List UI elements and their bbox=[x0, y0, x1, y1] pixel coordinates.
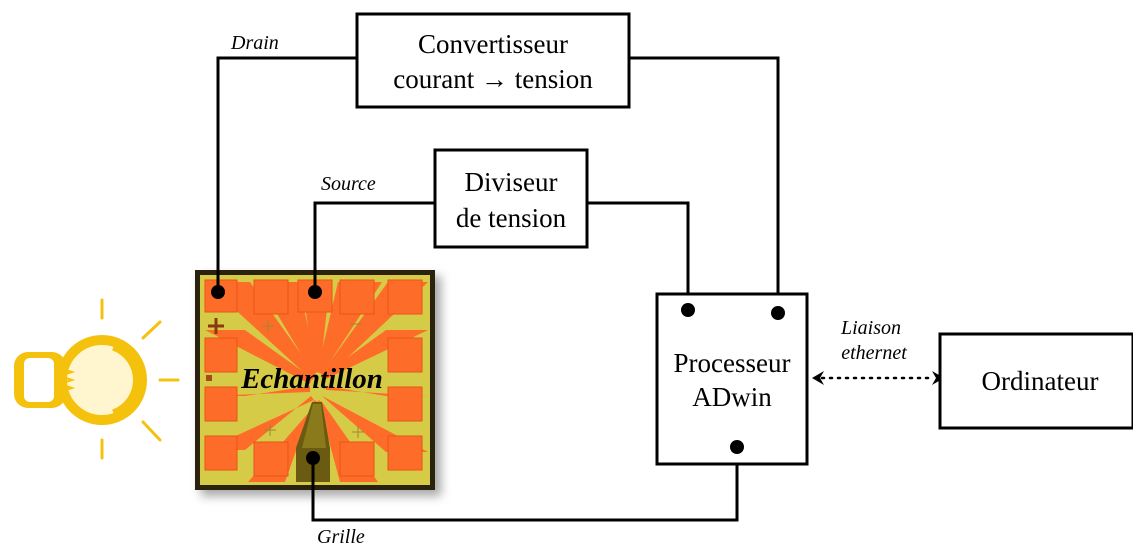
divider-line1: Diviseur bbox=[465, 167, 558, 197]
processor-input-divider bbox=[681, 303, 695, 317]
computer-box: Ordinateur bbox=[938, 332, 1133, 430]
wires bbox=[216, 56, 944, 522]
link-label-line2: ethernet bbox=[841, 342, 907, 364]
converter-line2: courant → tension bbox=[393, 64, 593, 94]
divider-output-wire bbox=[587, 201, 690, 310]
processor-line1: Processeur bbox=[674, 348, 791, 378]
processor-output-gate bbox=[730, 440, 744, 454]
gate-label: Grille bbox=[317, 526, 365, 545]
drain-wire bbox=[216, 56, 357, 292]
drain-contact bbox=[211, 285, 225, 299]
divider-box: Diviseur de tension bbox=[433, 148, 589, 249]
drain-label: Drain bbox=[230, 32, 279, 54]
link-arrow-left-icon bbox=[812, 371, 824, 385]
converter-line1: Convertisseur bbox=[418, 29, 568, 59]
converter-output-wire bbox=[629, 56, 780, 313]
link-label-line1: Liaison bbox=[840, 317, 901, 339]
gate-wire bbox=[311, 447, 739, 522]
source-label: Source bbox=[321, 173, 376, 195]
sample-label: Echantillon bbox=[240, 363, 383, 395]
processor-input-converter bbox=[771, 306, 785, 320]
processor-line2: ADwin bbox=[692, 382, 772, 412]
gate-contact bbox=[306, 451, 320, 465]
computer-label: Ordinateur bbox=[982, 366, 1099, 396]
sample-chip: Echantillon bbox=[195, 270, 435, 490]
processor-box: Processeur ADwin bbox=[655, 292, 809, 466]
divider-line2: de tension bbox=[456, 203, 567, 233]
connection-dots bbox=[211, 285, 785, 465]
source-wire bbox=[313, 201, 435, 292]
link-arrow-right-icon bbox=[932, 371, 944, 385]
converter-box: Convertisseur courant → tension bbox=[355, 12, 631, 109]
light-bulb-icon bbox=[14, 298, 180, 460]
source-contact bbox=[308, 285, 322, 299]
